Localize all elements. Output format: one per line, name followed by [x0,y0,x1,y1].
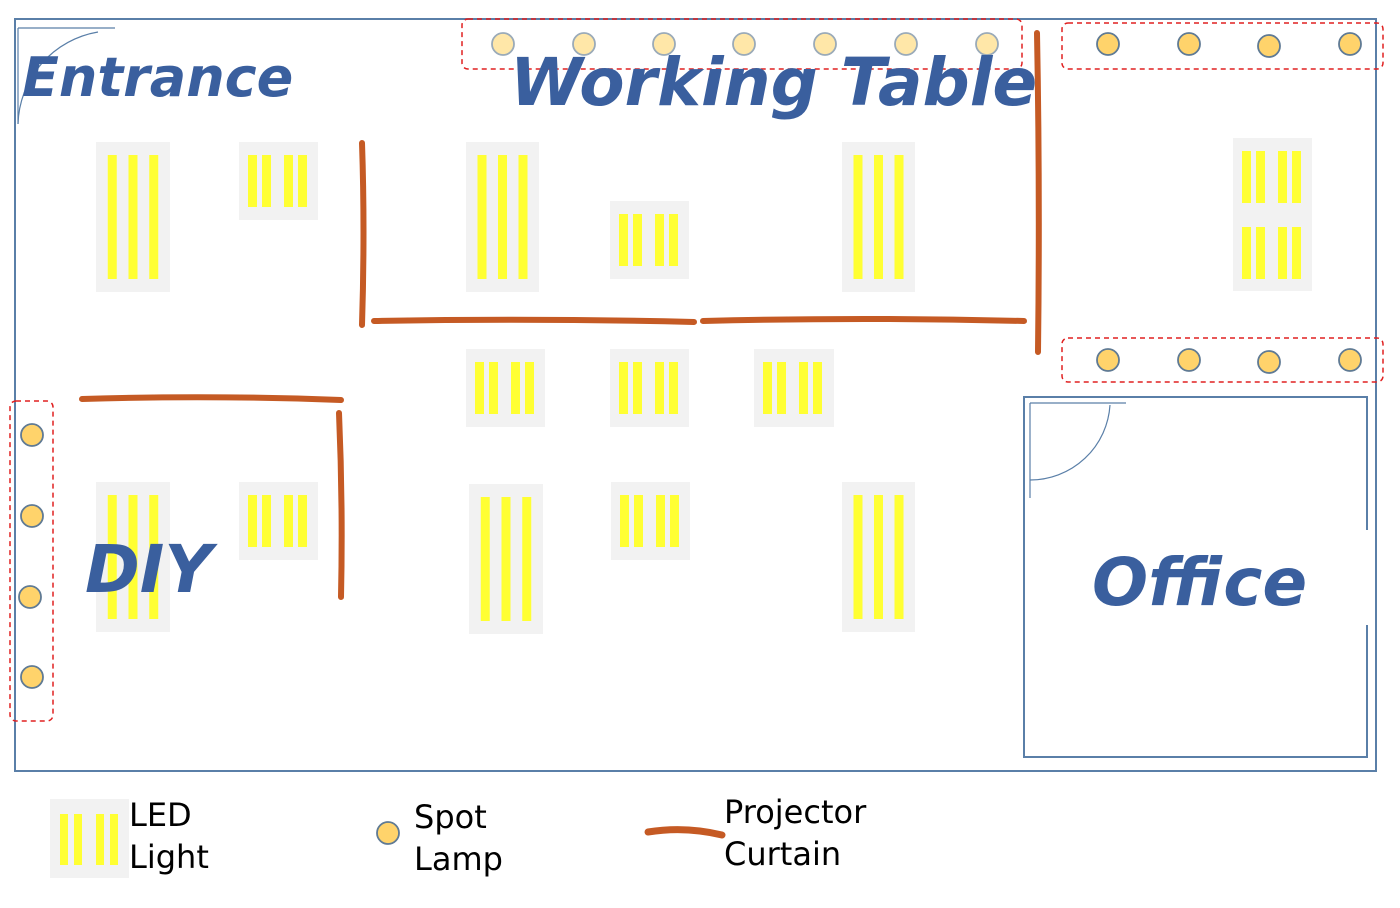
spot-lamp-icon [1338,32,1362,56]
spot-lamp-group [461,18,1023,70]
spot-lamp-icon [572,32,596,56]
room-label-entrance: Entrance [22,46,293,109]
led-light-icon [754,349,834,427]
led-light-icon [466,142,539,292]
led-light-icon [1233,138,1312,291]
spot-lamp-groups [9,18,1384,722]
spot-lamp-group [9,400,54,722]
projector-curtain-icon [336,410,345,600]
spot-lamp-icon [18,585,42,609]
spot-lamp-icon [894,32,918,56]
spot-lamp-icon [1257,34,1281,58]
spot-lamp-icon [1096,32,1120,56]
office-room [1023,396,1369,758]
legend-curtain-icon [644,826,726,839]
projector-curtain-icon [700,316,1027,324]
led-lights [96,138,1312,634]
legend-spot-line1: Spot [414,798,487,836]
projector-curtain-icon [371,316,697,325]
led-light-icon [96,142,170,292]
led-light-icon [466,349,545,427]
spot-lamp-icon [491,32,515,56]
spot-lamp-icon [1096,348,1120,372]
legend-curtain-line2: Curtain [724,835,841,873]
spot-lamp-icon [1177,348,1201,372]
spot-lamp-group [1061,337,1384,383]
legend-led-line2: Light [129,838,209,876]
spot-lamp-icon [20,504,44,528]
projector-curtain-icon [1034,30,1042,355]
led-light-icon [610,349,689,427]
legend-led-icon [50,799,129,878]
led-light-icon [96,482,170,632]
spot-lamp-icon [813,32,837,56]
led-light-icon [842,482,915,632]
led-light-icon [610,201,689,279]
led-light-icon [469,484,543,634]
room-label-diy: DIY [85,531,218,608]
led-light-icon [239,142,318,220]
projector-curtain-icon [79,394,344,403]
led-light-icon [611,482,690,560]
spot-lamp-icon [20,665,44,689]
projector-curtains [79,30,1042,600]
legend-led-line1: LED [129,796,192,834]
room-label-working-table: Working Table [510,44,1037,121]
legend-spot-line2: Lamp [414,840,503,878]
led-light-icon [842,142,915,292]
spot-lamp-icon [975,32,999,56]
room-label-office: Office [1092,544,1307,621]
spot-lamp-icon [652,32,676,56]
legend-spot-icon [376,821,400,845]
office-door-icon [1029,402,1126,498]
legend: LED Light Spot Lamp Projector Curtain [50,793,867,878]
spot-lamp-group [1061,22,1384,70]
spot-lamp-icon [20,423,44,447]
spot-lamp-icon [1257,350,1281,374]
spot-lamp-icon [1177,32,1201,56]
spot-lamp-icon [732,32,756,56]
spot-lamp-icon [1338,348,1362,372]
entrance-door-icon [17,27,115,125]
projector-curtain-icon [359,140,367,328]
legend-curtain-line1: Projector [724,793,867,831]
spot-lamps [18,32,1362,689]
led-light-icon [239,482,318,560]
